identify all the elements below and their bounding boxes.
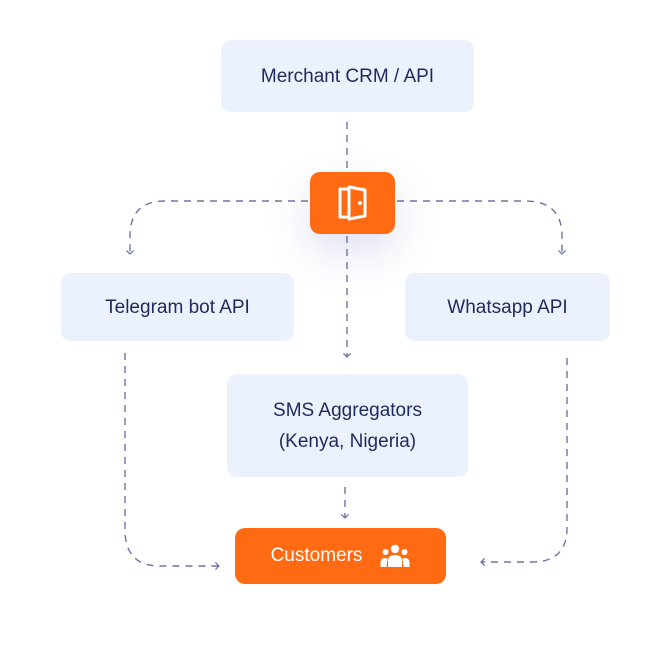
whatsapp-api-node: Whatsapp API (405, 273, 610, 341)
customers-label: Customers (270, 545, 363, 566)
gateway-node (310, 172, 395, 234)
telegram-bot-api-node: Telegram bot API (61, 273, 294, 341)
connector-gateway-whatsapp (397, 200, 567, 255)
connector-telegram-customers (124, 353, 220, 571)
whatsapp-api-label: Whatsapp API (447, 296, 568, 318)
sms-aggregators-label: SMS Aggregators (273, 399, 422, 421)
users-group-icon (380, 543, 410, 569)
sms-aggregators-regions: (Kenya, Nigeria) (278, 430, 417, 452)
merchant-crm-api-node: Merchant CRM / API (221, 40, 474, 112)
connector-gateway-telegram (125, 200, 308, 255)
connector-whatsapp-customers (480, 358, 568, 567)
merchant-crm-api-label: Merchant CRM / API (260, 65, 435, 87)
sms-aggregators-node: SMS Aggregators (Kenya, Nigeria) (227, 374, 468, 477)
door-icon (336, 185, 370, 221)
customers-node: Customers (235, 528, 446, 584)
telegram-bot-api-label: Telegram bot API (105, 296, 250, 318)
